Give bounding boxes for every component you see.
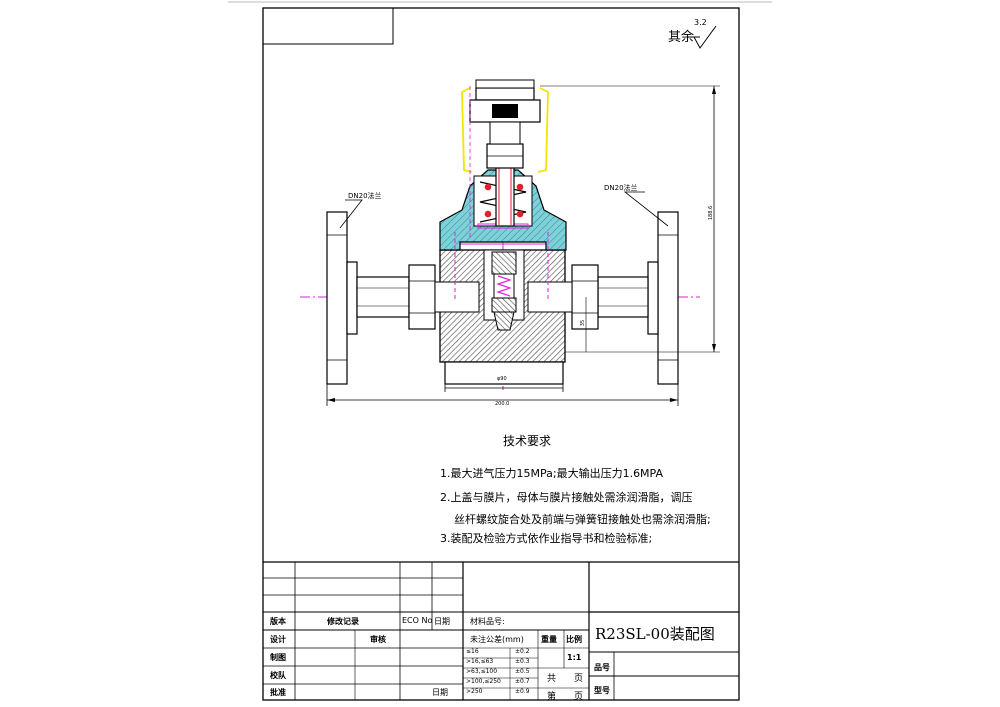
revision-label: 修改记录: [327, 617, 359, 626]
corner-box: [262, 7, 394, 45]
date-label: 日期: [434, 617, 450, 626]
dim-body-label: φ90: [497, 376, 507, 382]
drawing-frame: [262, 7, 740, 701]
dim-height-label: 188.6: [708, 205, 715, 221]
flange-right-label: DN20法兰: [604, 184, 638, 192]
tolerance-value-4: ±0.7: [515, 678, 530, 685]
review-label: 审核: [370, 635, 386, 644]
approve-date-label: 日期: [432, 688, 448, 697]
tech-item-2-cont: 丝杆螺纹旋合处及前端与弹簧钮接触处也需涂润滑脂;: [454, 513, 711, 526]
model-no-label: 型号: [594, 686, 610, 695]
dim-bottom-label: 200.0: [495, 401, 510, 407]
roughness-note: 其余: [668, 30, 695, 45]
roughness-value: 3.2: [694, 18, 707, 27]
dimensions: [326, 85, 720, 406]
weight-label: 重量: [541, 635, 557, 644]
material-label: 材料品号:: [470, 617, 505, 626]
page-label: 页: [574, 674, 584, 684]
eco-label: ECO No: [402, 616, 433, 625]
part-no-label: 品号: [594, 663, 610, 672]
tolerance-value-2: ±0.3: [515, 658, 530, 665]
scale-value: 1:1: [567, 653, 582, 662]
flange-left-label: DN20法兰: [348, 192, 382, 200]
tolerance-value-3: ±0.5: [515, 668, 530, 675]
version-label: 版本: [270, 617, 286, 626]
approve-label: 批准: [270, 688, 286, 697]
check-label: 校队: [270, 671, 286, 680]
valve-assembly: [300, 79, 700, 390]
tolerance-value-1: ±0.2: [515, 648, 530, 655]
tolerance-range-3: >63,≤100: [466, 668, 498, 675]
tolerance-range-4: >100,≤250: [466, 678, 501, 685]
design-label: 设计: [270, 635, 286, 644]
tolerance-range-5: >250: [466, 688, 483, 695]
tech-title: 技术要求: [503, 434, 552, 448]
total-label: 共: [547, 674, 557, 684]
tolerance-value-5: ±0.9: [515, 688, 530, 695]
title-block-grid: [263, 561, 739, 700]
tolerance-range-1: ≤16: [466, 648, 479, 655]
tech-item-1: 1.最大进气压力15MPa;最大输出压力1.6MPA: [440, 467, 664, 480]
tolerance-range-2: >16,≤63: [466, 658, 494, 665]
drawing-name: R23SL-00装配图: [595, 625, 715, 643]
tech-item-3: 3.装配及检验方式依作业指导书和检验标准;: [440, 532, 653, 545]
roughness-symbol: [688, 25, 717, 49]
tech-item-2: 2.上盖与膜片，母体与膜片接触处需涂润滑脂，调压: [440, 491, 693, 504]
sheet-label: 第: [547, 692, 557, 702]
scale-label: 比例: [566, 635, 582, 644]
sheet-page-label: 页: [574, 692, 584, 702]
dim-small-label: 35: [580, 319, 587, 327]
tolerance-header: 未注公差(mm): [470, 635, 524, 644]
draw-label: 制图: [270, 653, 286, 662]
